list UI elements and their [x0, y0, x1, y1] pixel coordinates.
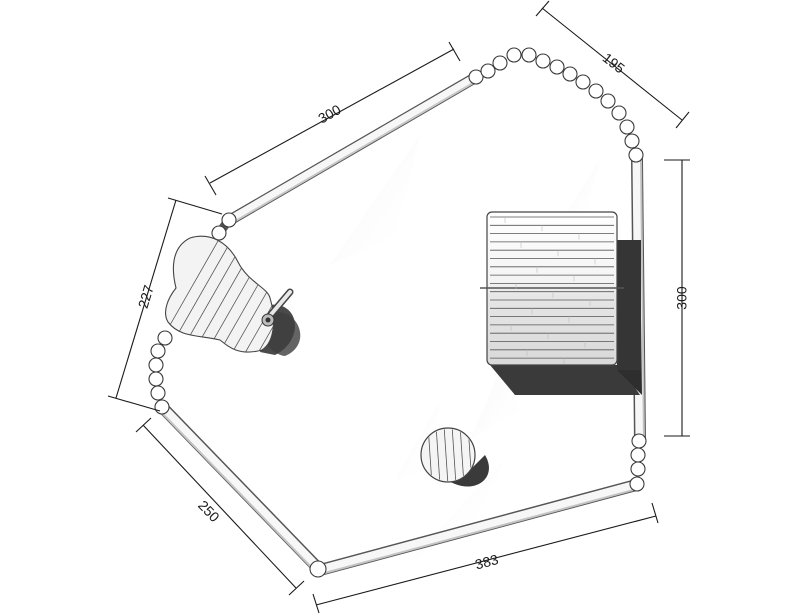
post-bottom-corner	[309, 560, 327, 578]
table-plank	[435, 429, 441, 481]
roof-planks	[490, 216, 614, 365]
dim-left: 227	[107, 197, 223, 412]
dim-label-right: 300	[674, 286, 690, 310]
post-arc-top-right	[468, 47, 644, 163]
table-plank	[443, 429, 449, 481]
post-arc-left	[148, 330, 173, 415]
dim-label-bottom: 383	[473, 551, 500, 573]
dim-label-bottom-left: 250	[195, 497, 223, 525]
dim-bottom-left: 250	[135, 417, 305, 596]
table-plank	[459, 429, 465, 481]
post-cluster-right-bottom	[629, 433, 647, 492]
round-table	[420, 427, 489, 487]
sandbox-plank	[240, 236, 274, 353]
dim-right: 300	[664, 159, 690, 437]
dim-bottom: 383	[312, 502, 659, 614]
post-cluster-left-top	[211, 212, 237, 241]
sandbox-crank	[261, 288, 294, 327]
sandbox-plank	[165, 236, 231, 353]
dim-label-top-right: 195	[600, 49, 628, 76]
dim-label-left: 227	[135, 283, 157, 310]
sandbox-plank	[214, 236, 274, 353]
sandbox-plank	[253, 236, 274, 353]
sandbox	[165, 235, 301, 356]
sandbox-body	[165, 235, 275, 353]
play-house	[480, 211, 642, 395]
table-plank	[451, 429, 457, 481]
round-table-top	[420, 427, 476, 483]
dim-top-left: 300	[204, 41, 461, 196]
